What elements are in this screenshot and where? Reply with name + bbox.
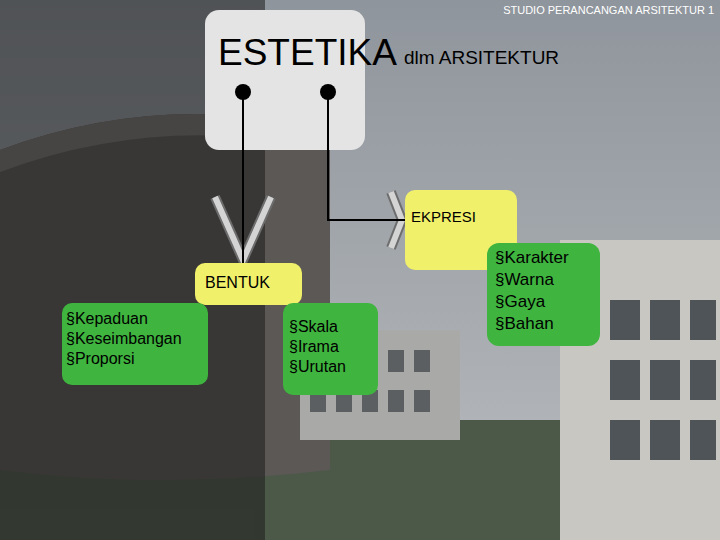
list-item: §Gaya <box>495 291 594 313</box>
connector <box>328 150 405 248</box>
list-box: §Skala§Irama§Urutan <box>283 303 378 395</box>
list-item: §Irama <box>289 337 372 357</box>
list-item: §Proporsi <box>66 349 202 369</box>
title-subtext: dlm ARSITEKTUR <box>404 47 559 69</box>
title-text: ESTETIKA <box>218 32 397 74</box>
connector-dot <box>320 84 336 100</box>
category-label: BENTUK <box>205 274 294 292</box>
header-label: STUDIO PERANCANGAN ARSITEKTUR 1 <box>503 4 714 16</box>
list-item: §Karakter <box>495 247 594 269</box>
right-building-windows <box>610 300 716 460</box>
connector-line <box>242 150 244 263</box>
category-label: EKPRESI <box>411 208 509 225</box>
connector-dot <box>235 84 251 100</box>
connector-dots <box>205 10 365 150</box>
list-item: §Warna <box>495 269 594 291</box>
list-box: §Kepaduan§Keseimbangan§Proporsi <box>62 303 208 385</box>
list-item: §Kepaduan <box>66 309 202 329</box>
title-box: ESTETIKAdlm ARSITEKTUR <box>205 10 365 150</box>
list-box: §Karakter§Warna§Gaya§Bahan <box>487 243 600 346</box>
list-item: §Keseimbangan <box>66 329 202 349</box>
list-item: §Urutan <box>289 357 372 377</box>
connector-line <box>328 150 405 220</box>
list-item: §Bahan <box>495 313 594 335</box>
connector-stem <box>327 92 329 150</box>
connector-stem <box>242 92 244 150</box>
category-box: BENTUK <box>195 263 302 305</box>
connector <box>215 150 271 263</box>
list-item: §Skala <box>289 317 372 337</box>
